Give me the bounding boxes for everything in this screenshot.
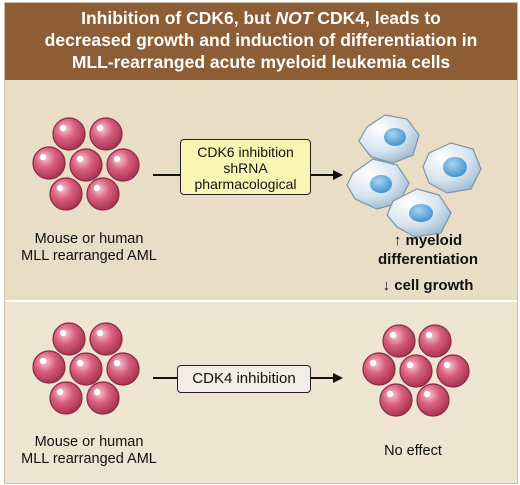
aml-cell xyxy=(416,383,450,417)
aml-cell xyxy=(69,148,103,182)
aml-cell-cluster-top xyxy=(32,117,140,211)
aml-cell xyxy=(436,354,470,388)
aml-cell-cluster-bottom xyxy=(32,322,140,415)
panel-divider xyxy=(5,300,517,302)
aml-cell xyxy=(418,324,452,358)
title-line-2: decreased growth and induction of differ… xyxy=(44,30,478,50)
title-line-1: Inhibition of CDK6, but NOT CDK4, leads … xyxy=(81,8,441,28)
differentiated-cell xyxy=(386,188,452,238)
aml-cell xyxy=(106,352,140,386)
outcome-myeloid: ↑ myeloid xyxy=(393,232,463,249)
differentiated-cell-cluster xyxy=(346,114,482,238)
outcome-label-bottom: No effect xyxy=(384,443,442,459)
cdk6-box-line-3: pharmacological xyxy=(194,176,297,192)
aml-cell xyxy=(52,117,86,151)
aml-cell xyxy=(86,381,120,415)
figure-title: Inhibition of CDK6, but NOT CDK4, leads … xyxy=(5,3,517,80)
aml-cell xyxy=(399,354,433,388)
aml-cell xyxy=(49,381,83,415)
aml-cell xyxy=(89,322,123,356)
cdk6-inhibition-box: CDK6 inhibition shRNA pharmacological xyxy=(180,139,311,195)
figure-panel: Inhibition of CDK6, but NOT CDK4, leads … xyxy=(4,2,518,484)
unchanged-cell-cluster xyxy=(362,324,470,417)
aml-cell xyxy=(52,322,86,356)
aml-cell xyxy=(89,117,123,151)
aml-cell xyxy=(69,352,103,386)
aml-cell xyxy=(382,324,416,358)
source-label-top: Mouse or human MLL rearranged AML xyxy=(21,231,157,264)
cdk4-inhibition-box: CDK4 inhibition xyxy=(177,365,311,393)
outcome-cell-growth: ↓ cell growth xyxy=(382,277,474,294)
outcome-differentiation: differentiation xyxy=(378,251,478,268)
aml-cell xyxy=(362,352,396,386)
title-emphasis-not: NOT xyxy=(275,8,313,28)
outcome-label-top: ↑ myeloid differentiation ↓ cell growth xyxy=(353,231,503,295)
differentiated-cell xyxy=(358,114,420,164)
cdk6-box-line-2: shRNA xyxy=(223,160,268,176)
source-label-bottom: Mouse or human MLL rearranged AML xyxy=(21,434,157,467)
aml-cell xyxy=(379,383,413,417)
aml-cell xyxy=(86,177,120,211)
cdk4-box-label: CDK4 inhibition xyxy=(192,370,296,387)
aml-cell xyxy=(32,146,66,180)
aml-cell xyxy=(49,177,83,211)
title-line-3: MLL-rearranged acute myeloid leukemia ce… xyxy=(71,52,451,72)
diagram-graphics xyxy=(32,114,482,417)
aml-cell xyxy=(106,148,140,182)
cdk6-box-line-1: CDK6 inhibition xyxy=(197,144,294,160)
aml-cell xyxy=(32,350,66,384)
differentiated-cell xyxy=(422,142,482,194)
